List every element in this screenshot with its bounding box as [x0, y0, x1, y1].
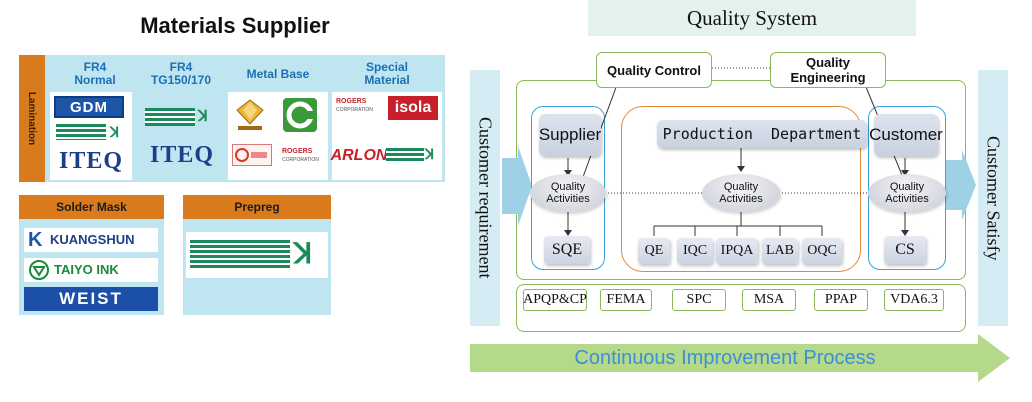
- kuangshun-icon: K: [28, 229, 43, 251]
- diamond-logo: [232, 96, 268, 134]
- improvement-arrow: [470, 334, 1010, 382]
- customer-activities: Quality Activities: [868, 174, 946, 212]
- col-metal-base: Metal Base: [246, 66, 310, 81]
- customer-requirement-bar: Customer requirement: [470, 70, 500, 326]
- unit-ipqa: IPQA: [716, 238, 758, 264]
- quality-engineering-box: Quality Engineering: [770, 52, 886, 88]
- taiyo-ink-logo: TAIYO INK: [24, 258, 158, 282]
- shengyi-logo-3: [386, 148, 424, 162]
- sqe-box: SQE: [544, 236, 590, 264]
- customer-satisfy-bar: Customer Satisfy: [978, 70, 1008, 326]
- customer-box: Customer: [869, 114, 943, 156]
- improvement-label: Continuous Improvement Process: [574, 346, 876, 369]
- col-fr4-normal: FR4 Normal: [74, 60, 116, 87]
- output-arrow: [946, 150, 976, 220]
- input-arrow: [502, 146, 532, 226]
- materials-title: Materials Supplier: [140, 13, 330, 38]
- unit-lab: LAB: [762, 238, 798, 264]
- taiyo-icon: [29, 260, 49, 280]
- iteq-logo-2: ITEQ: [149, 141, 215, 168]
- lamination-label: Lamination: [19, 55, 45, 182]
- unit-oqc: OQC: [802, 238, 842, 264]
- red-e-logo: [232, 144, 272, 166]
- isola-logo: isola: [388, 96, 438, 120]
- unit-qe: QE: [638, 238, 670, 264]
- production-activities: Quality Activities: [702, 174, 780, 212]
- quality-control-box: Quality Control: [596, 52, 712, 88]
- iteq-logo-1: ITEQ: [58, 147, 124, 174]
- green-c-logo: [280, 96, 320, 134]
- shengyi-mark-3: ꓘ: [425, 146, 435, 162]
- weist-logo: WEIST: [24, 287, 158, 311]
- tool-msa: MSA: [742, 289, 796, 311]
- tool-vda: VDA6.3: [884, 289, 944, 311]
- tool-fema: FEMA: [600, 289, 652, 311]
- shengyi-logo-1: [56, 124, 106, 140]
- shengyi-mark-4: ꓘ: [294, 238, 313, 269]
- unit-iqc: IQC: [677, 238, 713, 264]
- shengyi-mark-2: ꓘ: [198, 108, 208, 125]
- supplier-activities: Quality Activities: [530, 174, 606, 212]
- kuangshun-logo: K KUANGSHUN: [24, 228, 158, 252]
- tool-spc: SPC: [672, 289, 726, 311]
- shengyi-logo-2: [145, 108, 195, 126]
- shengyi-mark-1: ꓘ: [110, 124, 120, 140]
- col-fr4-tg: FR4 TG150/170: [150, 60, 212, 87]
- supplier-box: Supplier: [539, 114, 601, 156]
- prepreg-label: Prepreg: [183, 195, 331, 219]
- cs-box: CS: [884, 236, 926, 264]
- col-special-material: Special Material: [364, 60, 410, 87]
- green-c-icon: [283, 98, 317, 132]
- red-e-icon: [235, 148, 267, 162]
- diamond-icon: [236, 99, 264, 130]
- arlon-logo: ARLON: [330, 147, 388, 164]
- production-department-box: Production Department: [657, 120, 867, 148]
- solder-mask-label: Solder Mask: [19, 195, 164, 219]
- tool-apqp: APQP&CP: [523, 289, 587, 311]
- gdm-logo: GDM: [54, 96, 124, 118]
- tool-ppap: PPAP: [814, 289, 868, 311]
- shengyi-logo-4: [190, 240, 290, 268]
- quality-system-title: Quality System: [588, 0, 916, 36]
